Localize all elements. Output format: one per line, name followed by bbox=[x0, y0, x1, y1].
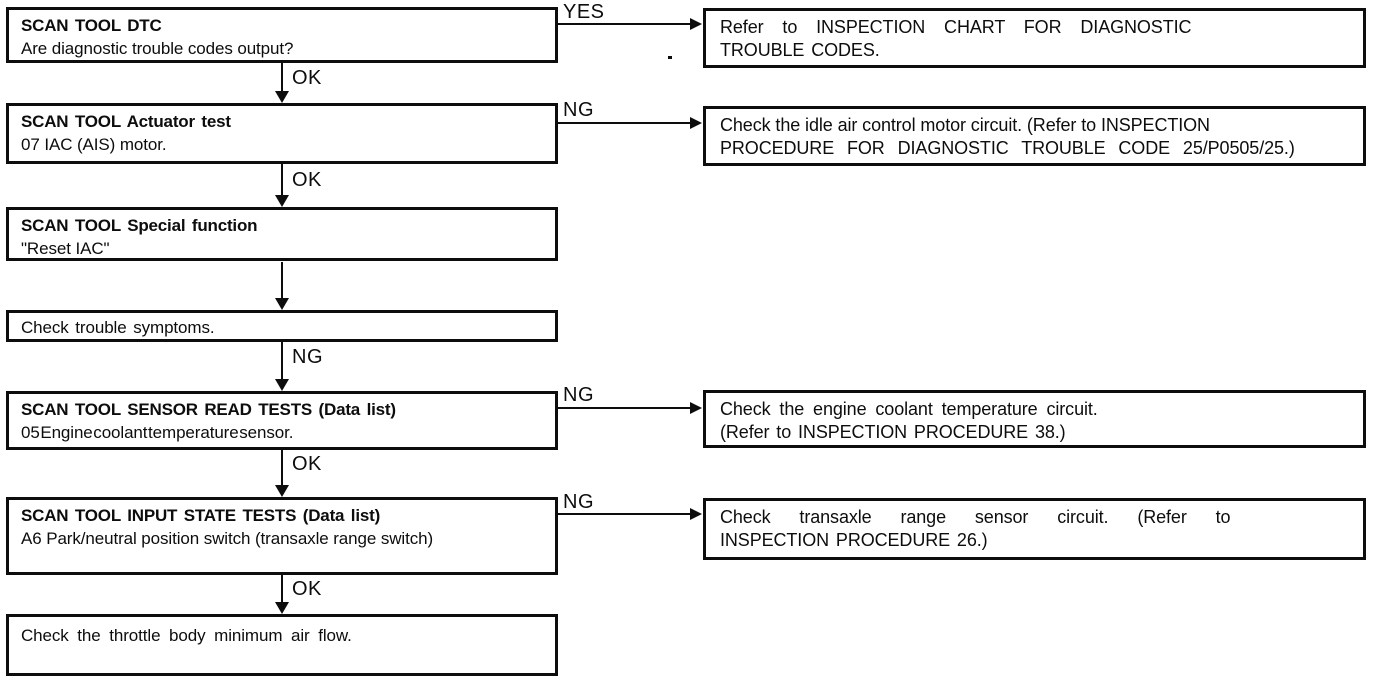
step-check-trouble-symptoms: Check trouble symptoms. bbox=[6, 310, 558, 342]
result-line: INSPECTION PROCEDURE 26.) bbox=[720, 530, 988, 550]
connector-line-h3 bbox=[558, 407, 690, 409]
arrowhead-right-icon bbox=[690, 117, 702, 129]
step-actuator-test: SCAN TOOL Actuator test 07 IAC (AIS) mot… bbox=[6, 103, 558, 164]
result-line: Check the idle air control motor circuit… bbox=[720, 115, 1210, 135]
scan-speck bbox=[668, 56, 672, 59]
result-line: Check transaxle range sensor circuit. (R… bbox=[720, 507, 1231, 527]
connector-line-v5 bbox=[281, 450, 283, 485]
flow-label-ng: NG bbox=[292, 346, 323, 368]
result-line: (Refer to INSPECTION PROCEDURE 38.) bbox=[720, 422, 1066, 442]
flow-label-ok-1: OK bbox=[292, 67, 322, 89]
connector-line-v6 bbox=[281, 575, 283, 602]
connector-line-h2 bbox=[558, 122, 690, 124]
arrowhead-down-icon bbox=[275, 298, 289, 310]
step-scan-tool-dtc: SCAN TOOL DTC Are diagnostic trouble cod… bbox=[6, 7, 558, 63]
step-title: SCAN TOOL DTC bbox=[21, 16, 162, 35]
branch-label-ng-input-state: NG bbox=[563, 491, 594, 513]
flow-label-ok-2: OK bbox=[292, 169, 322, 191]
connector-line-v3 bbox=[281, 262, 283, 298]
step-body: 07 IAC (AIS) motor. bbox=[21, 135, 167, 154]
step-sensor-read-tests: SCAN TOOL SENSOR READ TESTS (Data list) … bbox=[6, 391, 558, 450]
step-title: SCAN TOOL INPUT STATE TESTS (Data list) bbox=[21, 506, 381, 525]
branch-label-ng-actuator: NG bbox=[563, 99, 594, 121]
connector-line-h4 bbox=[558, 513, 690, 515]
arrowhead-down-icon bbox=[275, 379, 289, 391]
result-inspection-chart: Refer to INSPECTION CHART FOR DIAGNOSTIC… bbox=[703, 8, 1366, 68]
result-engine-coolant-temp-circuit: Check the engine coolant temperature cir… bbox=[703, 390, 1366, 448]
step-input-state-tests: SCAN TOOL INPUT STATE TESTS (Data list) … bbox=[6, 497, 558, 575]
step-body: A6 Park/neutral position switch (transax… bbox=[21, 529, 434, 548]
result-line: PROCEDURE FOR DIAGNOSTIC TROUBLE CODE 25… bbox=[720, 138, 1295, 158]
step-title: SCAN TOOL SENSOR READ TESTS (Data list) bbox=[21, 400, 396, 419]
branch-label-ng-sensor-read: NG bbox=[563, 384, 594, 406]
result-transaxle-range-sensor-circuit: Check transaxle range sensor circuit. (R… bbox=[703, 498, 1366, 560]
step-body: 05 Engine coolant temperature sensor. bbox=[21, 423, 294, 442]
step-body: Check the throttle body minimum air flow… bbox=[21, 626, 352, 645]
result-line: TROUBLE CODES. bbox=[720, 40, 880, 60]
connector-line-v1 bbox=[281, 63, 283, 91]
step-special-function: SCAN TOOL Special function "Reset IAC" bbox=[6, 207, 558, 261]
arrowhead-down-icon bbox=[275, 91, 289, 103]
step-title: SCAN TOOL Actuator test bbox=[21, 112, 231, 131]
arrowhead-right-icon bbox=[690, 402, 702, 414]
arrowhead-down-icon bbox=[275, 485, 289, 497]
step-check-throttle-body: Check the throttle body minimum air flow… bbox=[6, 614, 558, 676]
step-body: Check trouble symptoms. bbox=[21, 318, 215, 337]
result-idle-air-control-circuit: Check the idle air control motor circuit… bbox=[703, 106, 1366, 166]
step-body: "Reset IAC" bbox=[21, 239, 110, 258]
step-title: SCAN TOOL Special function bbox=[21, 216, 258, 235]
branch-label-yes: YES bbox=[563, 1, 605, 23]
arrowhead-down-icon bbox=[275, 602, 289, 614]
flow-label-ok-3: OK bbox=[292, 453, 322, 475]
arrowhead-right-icon bbox=[690, 508, 702, 520]
step-body: Are diagnostic trouble codes output? bbox=[21, 39, 294, 58]
connector-line-v2 bbox=[281, 164, 283, 195]
arrowhead-down-icon bbox=[275, 195, 289, 207]
flow-label-ok-4: OK bbox=[292, 578, 322, 600]
result-line: Check the engine coolant temperature cir… bbox=[720, 399, 1098, 419]
arrowhead-right-icon bbox=[690, 18, 702, 30]
connector-line-v4 bbox=[281, 342, 283, 379]
connector-line-h1 bbox=[558, 23, 690, 25]
result-line: Refer to INSPECTION CHART FOR DIAGNOSTIC bbox=[720, 17, 1192, 37]
